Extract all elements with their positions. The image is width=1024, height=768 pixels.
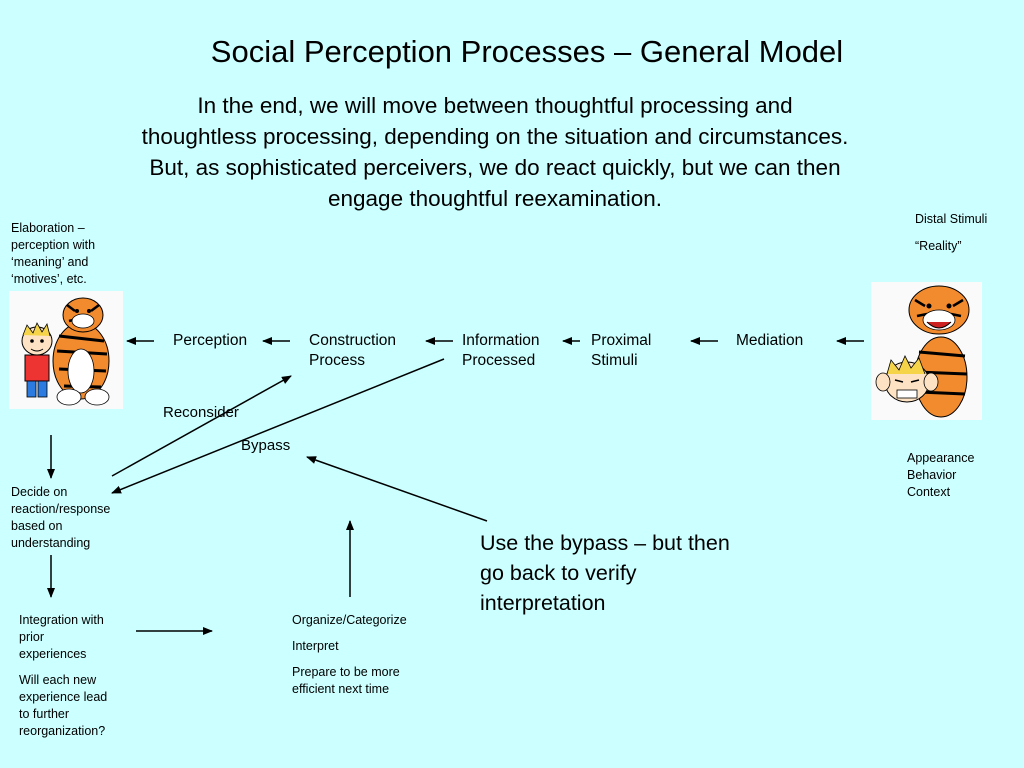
reconsider-label: Reconsider <box>163 404 239 421</box>
node-information-processed: Information Processed <box>462 332 540 369</box>
decide-label: Decide on reaction/response based on und… <box>11 485 111 550</box>
bypass-note: Use the bypass – but then go back to ver… <box>480 531 730 615</box>
reality-line: “Reality” <box>915 239 962 253</box>
elaboration-label: Elaboration – perception with ‘meaning’ … <box>11 221 96 286</box>
slide-title: Social Perception Processes – General Mo… <box>210 34 844 69</box>
integration-text: Integration with prior experiences <box>19 613 104 661</box>
organize-block: Organize/Categorize Interpret Prepare to… <box>292 612 442 707</box>
node-perception: Perception <box>173 332 248 349</box>
arrow-note-to-bypass <box>306 456 488 522</box>
arrow-reconsider <box>111 375 292 477</box>
reorganization-question: Will each new experience lead to further… <box>19 673 108 738</box>
node-proximal-stimuli: Proximal Stimuli <box>591 332 652 369</box>
bypass-label: Bypass <box>241 437 291 454</box>
intro-text: In the end, we will move between thought… <box>141 93 849 211</box>
appearance-behavior-context: Appearance Behavior Context <box>907 451 975 499</box>
node-construction-process: Construction Process <box>309 332 397 369</box>
distal-stimuli-line: Distal Stimuli <box>915 212 988 226</box>
cartoon-right-image <box>871 282 982 420</box>
organize-categorize: Organize/Categorize <box>292 613 407 627</box>
interpret: Interpret <box>292 639 339 653</box>
arrow-bypass <box>111 358 445 494</box>
integration-block: Integration with prior experiences Will … <box>19 612 131 749</box>
cartoon-left-image <box>9 291 123 409</box>
prepare-efficient: Prepare to be more efficient next time <box>292 665 400 696</box>
distal-stimuli-label: Distal Stimuli “Reality” <box>915 211 1020 265</box>
node-mediation: Mediation <box>736 332 804 349</box>
